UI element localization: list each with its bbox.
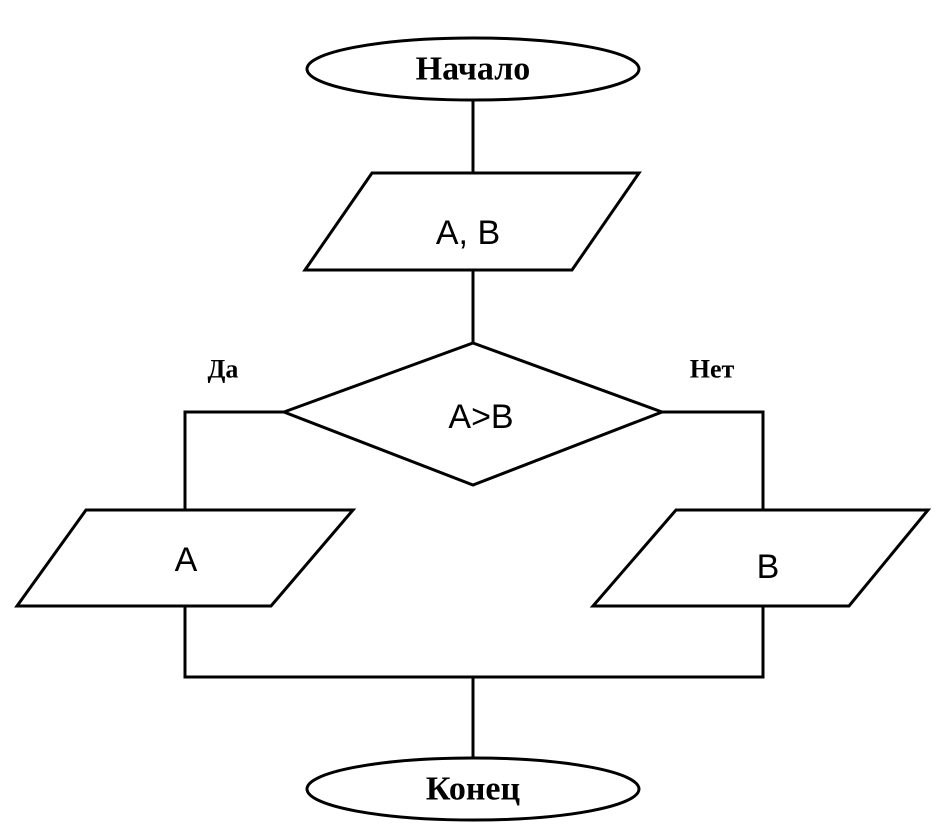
end-label: Конец (426, 771, 521, 808)
output-no-label: В (757, 548, 780, 586)
branch-no-label: Нет (690, 355, 735, 384)
start-terminator: Начало (305, 36, 641, 102)
input-parallelogram (302, 171, 642, 272)
connectors (183, 100, 765, 758)
decision-label: А>В (448, 398, 513, 436)
decision-block: А>В (279, 341, 667, 487)
output-no-parallelogram (589, 508, 932, 608)
branch-yes-label: Да (208, 355, 239, 384)
output-no-block: В (589, 508, 932, 608)
end-ellipse (305, 756, 641, 822)
output-yes-label: А (175, 541, 198, 579)
connector-yes-branch (183, 410, 284, 510)
connector-no-branch (662, 410, 765, 510)
decision-diamond (279, 341, 667, 487)
input-label: А, В (436, 214, 500, 252)
start-ellipse (305, 36, 641, 102)
connector-merge (183, 606, 765, 679)
output-yes-parallelogram (14, 508, 357, 608)
input-block: А, В (302, 171, 642, 272)
end-terminator: Конец (305, 756, 641, 822)
output-yes-block: А (14, 508, 357, 608)
start-label: Начало (416, 51, 531, 88)
